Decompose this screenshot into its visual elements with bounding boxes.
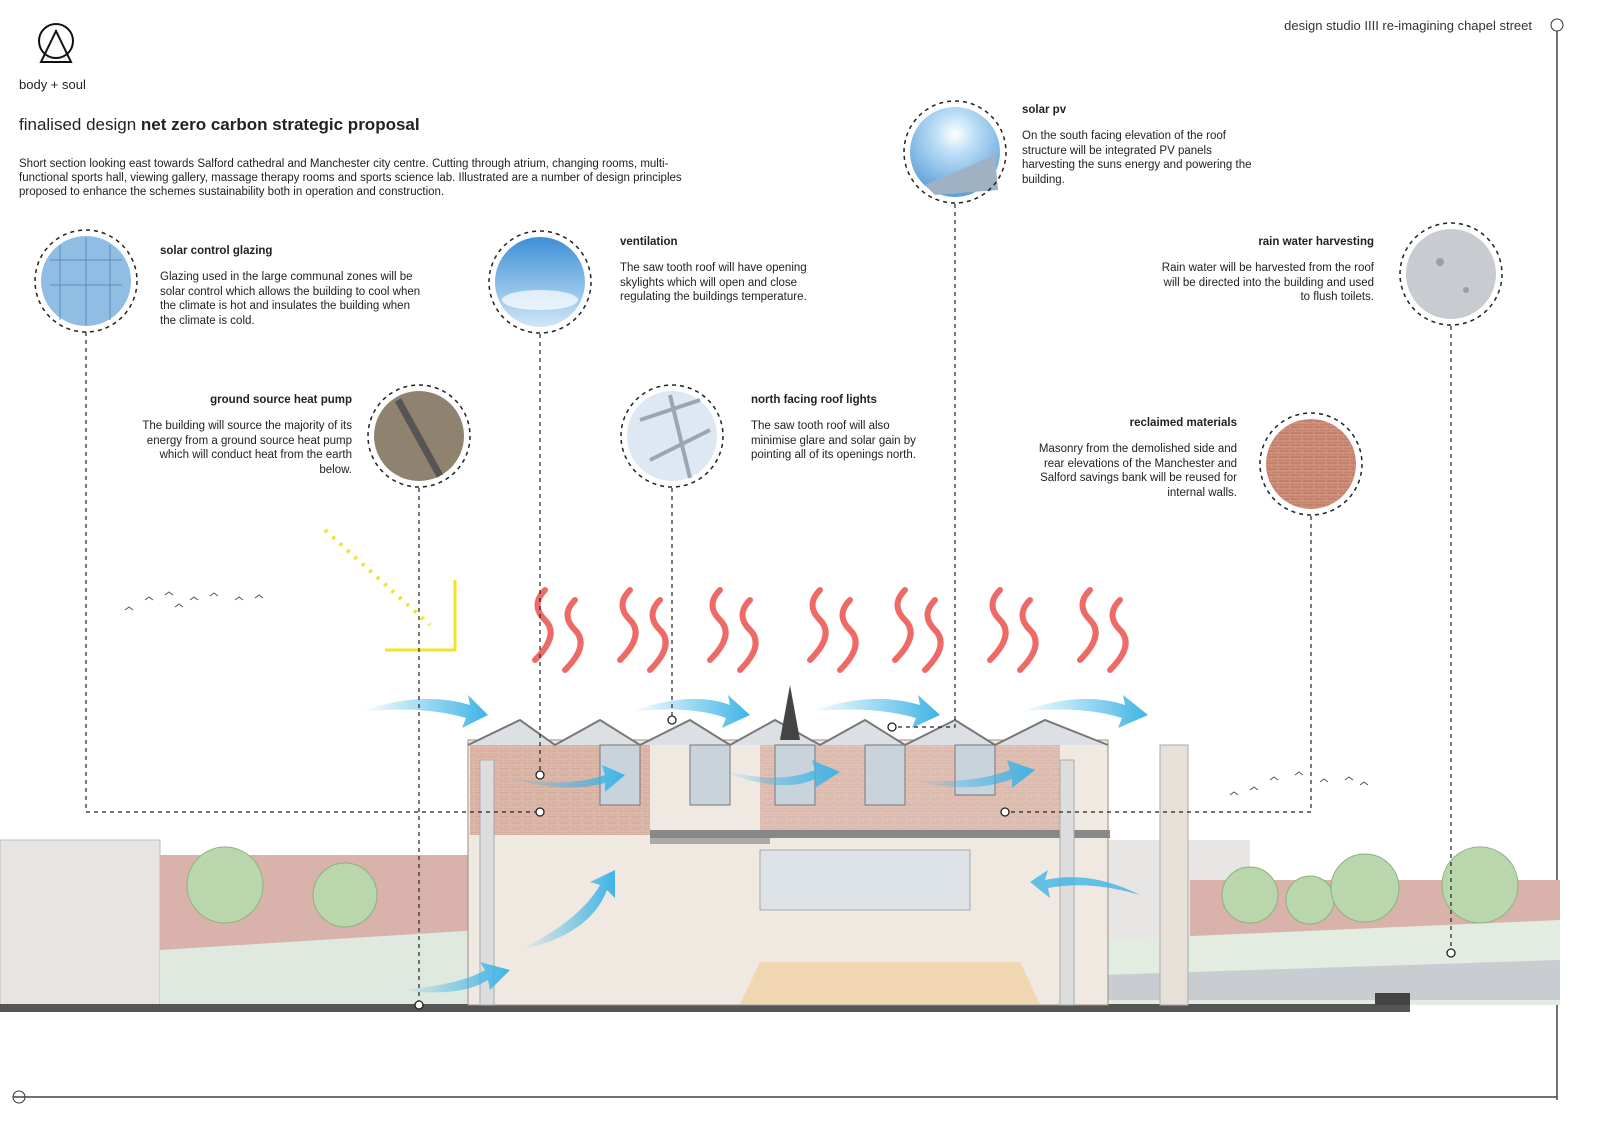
page-title: finalised design net zero carbon strateg… (19, 115, 420, 135)
intro-text: Short section looking east towards Salfo… (19, 158, 682, 198)
north-lights-image (620, 384, 724, 488)
note-text: The saw tooth roof will also minimise gl… (751, 420, 916, 461)
note-title: ground source heat pump (210, 394, 352, 406)
airflow-arrows (360, 695, 1148, 993)
note-rain-water: rain water harvesting Rain water will be… (1158, 236, 1374, 305)
note-ground-source: ground source heat pump The building wil… (136, 394, 352, 477)
leader-lines (85, 204, 1452, 1005)
brand-name: body + soul (19, 77, 86, 92)
title-light: finalised design (19, 115, 141, 134)
note-ventilation: ventilation The saw tooth roof will have… (620, 236, 845, 305)
note-text: Masonry from the demolished side and rea… (1038, 443, 1237, 499)
heat-arrows (532, 587, 1129, 673)
note-text: The building will source the majority of… (142, 420, 352, 476)
note-text: Rain water will be harvested from the ro… (1161, 262, 1374, 303)
note-title: solar control glazing (160, 245, 273, 257)
title-bold: net zero carbon strategic proposal (140, 115, 420, 134)
sports-hall-floor (740, 962, 1040, 1004)
solar-pv-image (903, 100, 1007, 204)
note-title: north facing roof lights (751, 394, 877, 406)
note-north-lights: north facing roof lights The saw tooth r… (751, 394, 923, 463)
reclaimed-image (1259, 412, 1363, 516)
note-reclaimed: reclaimed materials Masonry from the dem… (1026, 417, 1237, 500)
sun-ray (323, 528, 457, 652)
landscape (0, 839, 1560, 1012)
building-section (467, 685, 1189, 1006)
note-solar-pv: solar pv On the south facing elevation o… (1022, 104, 1267, 187)
principle-images (34, 100, 1503, 516)
birds (124, 591, 1369, 796)
note-text: On the south facing elevation of the roo… (1022, 130, 1252, 186)
body-soul-logo (38, 23, 74, 63)
note-text: The saw tooth roof will have opening sky… (620, 262, 807, 303)
leader-endpoints (414, 715, 1456, 1010)
glazing-image (34, 229, 138, 333)
studio-title: design studio IIII re-imagining chapel s… (1284, 18, 1532, 33)
ventilation-image (488, 230, 592, 334)
note-solar-control-glazing: solar control glazing Glazing used in th… (160, 245, 422, 328)
trees (186, 846, 1519, 928)
ground-line (0, 1004, 1410, 1012)
note-title: ventilation (620, 236, 678, 248)
ground-source-image (367, 384, 471, 488)
note-text: Glazing used in the large communal zones… (160, 271, 421, 327)
note-title: solar pv (1022, 104, 1067, 116)
note-title: reclaimed materials (1129, 417, 1237, 429)
cathedral-spire (780, 685, 800, 740)
note-title: rain water harvesting (1258, 236, 1374, 248)
rain-water-image (1399, 222, 1503, 326)
